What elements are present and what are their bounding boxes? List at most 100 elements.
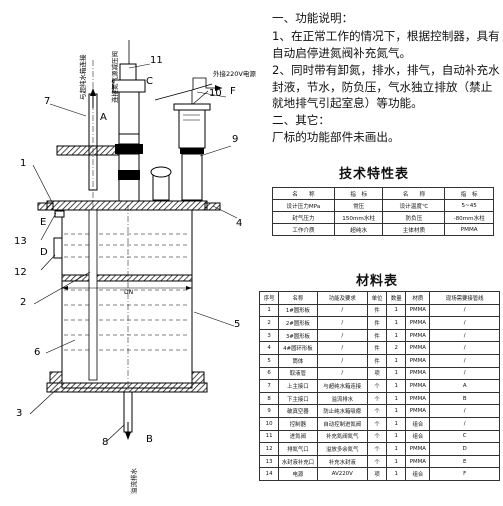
materials-cell: 2 [258, 316, 280, 330]
materials-cell: 水封液补充口 [278, 454, 318, 469]
materials-cell: 3#圆形板 [278, 328, 318, 343]
materials-cell: / [316, 366, 368, 381]
materials-cell: 1 [386, 442, 407, 456]
materials-cell: E [429, 454, 500, 469]
materials-cell: 排氮气口 [278, 442, 318, 456]
water-seal-tank-drawing: 1 2 3 4 5 6 7 8 9 10 11 12 13 A B C D E … [14, 40, 256, 494]
materials-cell: 14 [258, 467, 280, 481]
callout-4: 4 [236, 218, 242, 229]
middle-plate [61, 274, 193, 282]
spec-header-cell: 指 标 [333, 187, 384, 200]
materials-cell: PMMA [405, 328, 431, 343]
nitrogen-vent-port [53, 237, 63, 259]
spec-row: 设计压力MPa 常压 设计温度℃ 5~45 [272, 199, 494, 212]
spec-cell: 封气压力 [272, 211, 335, 224]
materials-cell: 破真空器 [278, 404, 318, 418]
materials-cell: 补充水封液 [316, 454, 368, 469]
power-label: 外接220V电源 [213, 69, 256, 78]
spec-cell: 超纯水 [333, 223, 384, 236]
materials-cell: 溢放多余氮气 [316, 442, 368, 456]
dn-label: DN [124, 289, 133, 296]
materials-cell: 5 [258, 353, 280, 368]
materials-cell: / [316, 303, 368, 318]
materials-cell: 个 [366, 429, 388, 444]
materials-cell: 件 [366, 303, 388, 318]
spec-row: 封气压力 150mm水柱 防负压 -80mm水柱 [272, 211, 494, 224]
materials-cell: 组合 [405, 416, 431, 431]
materials-cell: 组合 [405, 429, 431, 444]
materials-cell: PMMA [405, 366, 431, 381]
materials-cell: / [316, 353, 368, 368]
spec-cell: 150mm水柱 [333, 211, 384, 224]
materials-cell: / [429, 366, 500, 381]
materials-cell: 7 [258, 379, 280, 393]
materials-cell: 个 [366, 416, 388, 431]
materials-cell: D [429, 442, 500, 456]
spec-cell: 常压 [333, 199, 384, 212]
nitrogen-source-label: 连接氮气源减压阀 [110, 51, 119, 103]
materials-cell: 4 [258, 341, 280, 355]
materials-cell: 1 [386, 366, 407, 381]
controller [154, 83, 213, 201]
materials-header-cell: 名称 [278, 291, 318, 305]
materials-cell: C [429, 429, 500, 444]
materials-cell: 补充氮阀氮气 [316, 429, 368, 444]
materials-cell: 8 [258, 391, 280, 406]
label-A: A [100, 112, 107, 123]
spec-cell: 设计温度℃ [382, 199, 446, 212]
materials-cell: 1 [386, 391, 407, 406]
materials-cell: 1 [386, 416, 407, 431]
callout-5: 5 [234, 319, 240, 330]
materials-cell: 上主接口 [278, 379, 318, 393]
spec-cell: 工作介质 [272, 223, 335, 236]
function-title: 一、功能说明： [272, 11, 354, 25]
materials-cell: / [316, 328, 368, 343]
materials-cell: 1 [386, 429, 407, 444]
materials-cell: 下主接口 [278, 391, 318, 406]
label-B: B [146, 434, 153, 445]
materials-cell: F [429, 467, 500, 481]
materials-cell: PMMA [405, 404, 431, 418]
materials-cell: 个 [366, 442, 388, 456]
callout-11: 11 [150, 55, 163, 66]
materials-cell: 1 [386, 353, 407, 368]
materials-header-cell: 数量 [386, 291, 407, 305]
materials-cell: 进氮阀 [278, 429, 318, 444]
materials-cell: 取液管 [278, 366, 318, 381]
spec-table-title: 技术特性表 [339, 167, 410, 182]
spec-cell: 设计压力MPa [272, 199, 335, 212]
callout-8: 8 [102, 437, 108, 448]
callout-12: 12 [14, 267, 27, 278]
other-title: 二、其它： [272, 113, 330, 127]
materials-header-row: 序号 名称 功能及要求 单位 数量 材质 现场需要接管线 [258, 291, 500, 305]
materials-cell: 11 [258, 429, 280, 444]
function-para-2: 2、同时带有卸氮，排水，排气，自动补充水封液，节水，防负压，气水独立排放（禁止就… [272, 63, 500, 110]
materials-cell: / [429, 404, 500, 418]
materials-table-title: 材料表 [356, 274, 399, 289]
spec-header-cell: 名 称 [272, 187, 335, 200]
materials-header-cell: 材质 [405, 291, 431, 305]
materials-header-cell: 单位 [366, 291, 388, 305]
materials-cell: A [429, 379, 500, 393]
materials-cell: 件 [366, 328, 388, 343]
materials-cell: 1 [386, 404, 407, 418]
label-F: F [230, 86, 236, 97]
materials-cell: 12 [258, 442, 280, 456]
materials-cell: 溢流排水 [316, 391, 368, 406]
materials-header-cell: 功能及要求 [316, 291, 368, 305]
materials-cell: PMMA [405, 341, 431, 355]
function-para-1: 1、在正常工作的情况下，根据控制器，具有自动启停进氮阀补充氮气。 [272, 29, 500, 60]
